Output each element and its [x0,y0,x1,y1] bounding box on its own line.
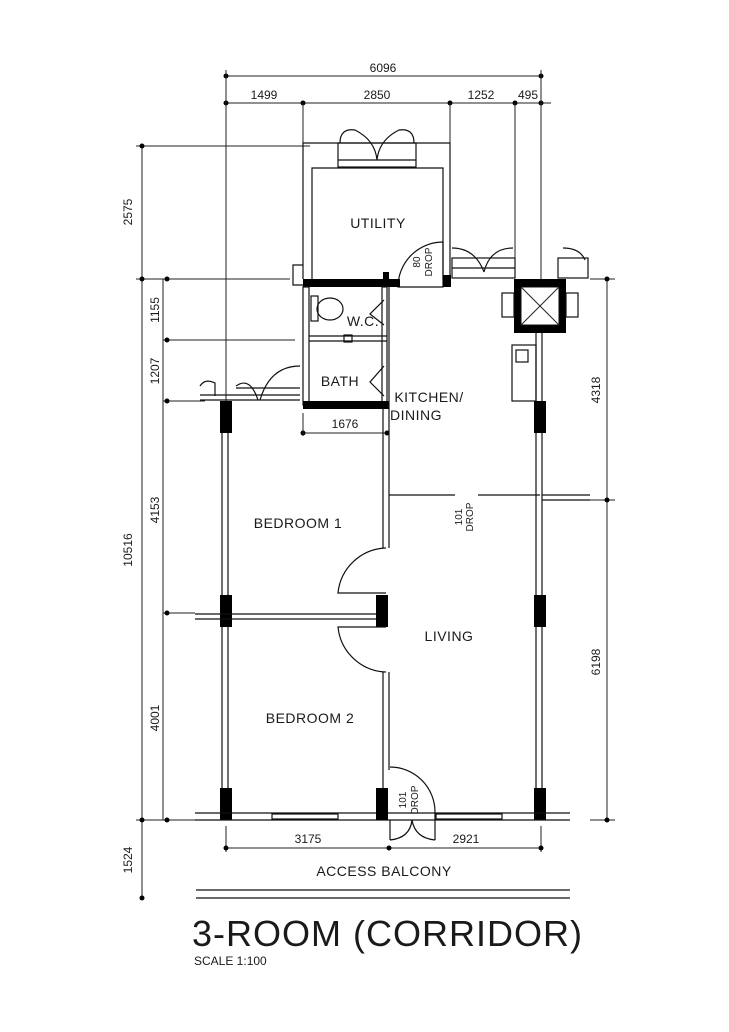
room-label-kitchen-1: KITCHEN/ [394,389,463,405]
kitchen-living-drop-size: 101 [454,508,465,525]
main-walls [195,401,590,820]
plan-scale: SCALE 1:100 [194,954,267,968]
dim-top-2: 2850 [364,88,391,102]
right-dimension-lines [590,276,615,823]
bottom-dimension-lines [223,826,544,852]
kitchen-structure [388,279,579,820]
dim-top-1: 1499 [251,88,278,102]
top-dimension-lines [223,70,551,410]
wall-bath-bottom [303,401,389,409]
dim-top-4: 495 [518,88,538,102]
dim-bottom-1: 3175 [295,832,322,846]
utility-room [292,129,451,286]
label-access-balcony: ACCESS BALCONY [316,863,452,879]
dim-left-2575: 2575 [121,198,135,225]
dim-left-1524: 1524 [121,846,135,873]
dim-top-total: 6096 [370,61,397,75]
room-label-bath: BATH [321,373,359,389]
room-label-utility: UTILITY [350,215,406,231]
wall-stub [383,272,389,282]
utility-door-size: 80 [412,256,423,268]
room-label-bedroom1: BEDROOM 1 [254,515,343,531]
front-facade [195,766,570,841]
utility-door-drop: DROP [424,247,435,276]
dim-left-10516: 10516 [121,533,135,567]
entrance-drop-size: 101 [398,791,409,808]
room-label-bedroom2: BEDROOM 2 [266,710,355,726]
dim-right-6198: 6198 [589,648,603,675]
room-label-kitchen-2: DINING [390,407,442,423]
dim-left-4001: 4001 [148,704,162,731]
room-label-wc: W.C. [347,313,379,329]
room-label-living: LIVING [425,628,474,644]
dim-left-4153: 4153 [148,496,162,523]
wall-stub [443,275,451,287]
dim-right-4318: 4318 [589,376,603,403]
entrance-drop-label: DROP [410,785,421,814]
kitchen-service-doors [451,247,589,279]
dim-left-1207: 1207 [148,357,162,384]
bedroom-service-doors [199,365,301,401]
dim-left-1155: 1155 [148,297,162,323]
kitchen-living-drop-label: DROP [465,502,476,531]
left-dimension-lines [136,143,310,901]
plan-title: 3-ROOM (CORRIDOR) [192,913,583,954]
wall-utility-bottom [303,279,400,287]
dim-top-3: 1252 [468,88,495,102]
dim-bath-width: 1676 [332,417,359,431]
dim-bottom-2: 2921 [453,832,480,846]
